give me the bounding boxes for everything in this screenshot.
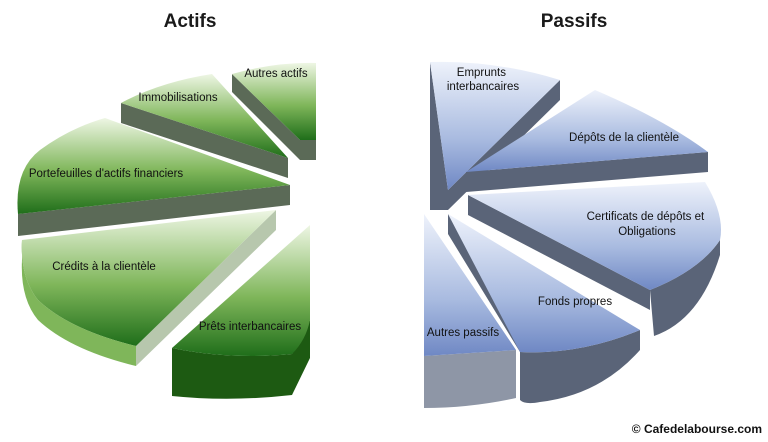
label-line: interbancaires [447, 81, 519, 93]
pie-slice-depots: Dépôts de la clientèle [466, 90, 708, 192]
slice-side [232, 74, 300, 160]
pie-slice-autres-actifs: Autres actifs [232, 62, 316, 160]
pie-slice-fonds-propres: Fonds propres [448, 214, 640, 404]
slice-label-immobilisations: Immobilisations [138, 92, 217, 104]
slice-label-emprunts: Emprunts interbancaires [447, 67, 519, 93]
slice-label-fonds-propres: Fonds propres [538, 296, 612, 308]
slice-side [292, 320, 310, 395]
slice-side [172, 348, 292, 399]
slice-top [466, 90, 708, 172]
slice-side [300, 140, 316, 160]
slice-side [424, 350, 516, 408]
slice-top [468, 182, 721, 290]
passifs-title: Passifs [541, 11, 608, 32]
label-line: Certificats de dépôts et [587, 211, 705, 223]
actifs-pie: Autres actifs Immobilisations Portefeuil… [17, 62, 316, 399]
pie-slice-immobilisations: Immobilisations [121, 74, 288, 178]
slice-label-depots: Dépôts de la clientèle [569, 132, 679, 144]
slice-side [18, 185, 290, 236]
slice-side [466, 152, 708, 192]
slice-label-autres-actifs: Autres actifs [244, 68, 308, 80]
label-line: Emprunts [457, 67, 506, 79]
slice-top [448, 214, 640, 353]
slice-side [430, 62, 448, 210]
slice-top [17, 118, 290, 214]
pie-slice-prets: Prêts interbancaires [172, 225, 310, 399]
slice-top [430, 61, 560, 191]
passifs-pie: Emprunts interbancaires Dépôts de la cli… [424, 61, 721, 408]
pie-slice-credits: Crédits à la clientèle [21, 210, 276, 366]
slice-side [468, 195, 650, 310]
copyright-text: © Cafedelabourse.com [632, 422, 762, 436]
slice-top [424, 214, 516, 356]
pie-slice-portefeuilles: Portefeuilles d'actifs financiers [17, 118, 290, 236]
actifs-title: Actifs [164, 11, 217, 32]
pie-slice-autres-passifs: Autres passifs [424, 214, 516, 408]
slice-label-certificats: Certificats de dépôts et Obligations [587, 211, 708, 238]
slice-label-credits: Crédits à la clientèle [52, 261, 156, 273]
slice-side [21, 240, 136, 366]
slice-top [172, 225, 310, 356]
slice-side [650, 240, 720, 336]
pie-slice-certificats: Certificats de dépôts et Obligations [468, 182, 721, 336]
slice-top [121, 74, 288, 158]
label-line: Obligations [618, 226, 676, 238]
slice-top [232, 62, 316, 140]
slice-side [136, 210, 276, 366]
pie-slice-emprunts: Emprunts interbancaires [430, 61, 560, 210]
slice-side [520, 330, 640, 404]
slice-label-prets: Prêts interbancaires [199, 321, 302, 333]
slice-top [21, 210, 276, 346]
slice-side [121, 103, 288, 178]
slice-label-autres-passifs: Autres passifs [427, 327, 499, 339]
slice-label-portefeuilles: Portefeuilles d'actifs financiers [29, 168, 184, 180]
